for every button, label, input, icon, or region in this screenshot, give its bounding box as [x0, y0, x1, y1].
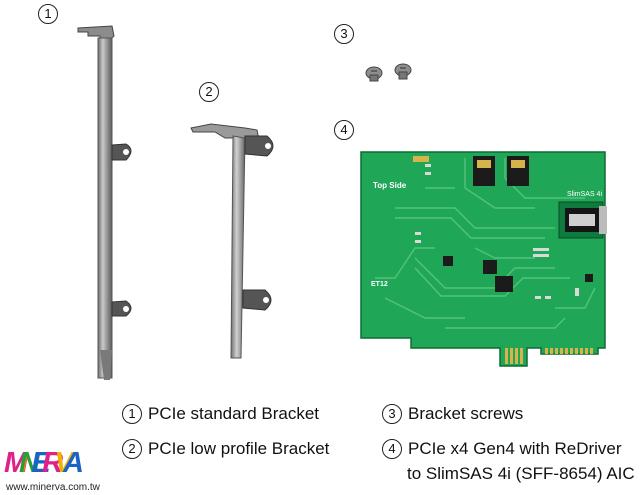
- marker-3: 3: [334, 24, 354, 44]
- legend-text-2: PCIe low profile Bracket: [148, 439, 330, 458]
- pcie-card-image: Top Side SlimSAS 4i ET12: [360, 151, 607, 367]
- legend-item-3: 3 Bracket screws: [382, 404, 523, 424]
- legend-marker-2: 2: [122, 439, 142, 459]
- marker-4: 4: [334, 120, 354, 140]
- legend-text-4a: PCIe x4 Gen4 with ReDriver: [408, 439, 622, 458]
- legend-marker-3: 3: [382, 404, 402, 424]
- legend-text-1: PCIe standard Bracket: [148, 404, 320, 423]
- bracket-screws-image: [365, 63, 412, 82]
- logo-text: MINERVA: [4, 447, 82, 479]
- legend-marker-1: 1: [122, 404, 142, 424]
- legend-text-3: Bracket screws: [408, 404, 524, 423]
- legend-item-1: 1 PCIe standard Bracket: [122, 404, 319, 424]
- low-profile-bracket-image: [190, 123, 274, 359]
- legend-item-4-line2: to SlimSAS 4i (SFF-8654) AIC: [407, 464, 635, 484]
- legend-item-4: 4 PCIe x4 Gen4 with ReDriver: [382, 439, 622, 459]
- legend-text-4b: to SlimSAS 4i (SFF-8654) AIC: [407, 464, 635, 483]
- website-text: www.minerva.com.tw: [6, 482, 100, 493]
- top-side-label: Top Side: [373, 181, 407, 190]
- standard-bracket-image: [77, 25, 132, 380]
- board-code-label: ET12: [371, 281, 388, 288]
- minerva-logo: MINERVA: [4, 447, 84, 479]
- legend-item-2: 2 PCIe low profile Bracket: [122, 439, 329, 459]
- marker-1: 1: [38, 4, 58, 24]
- legend-marker-4: 4: [382, 439, 402, 459]
- slimsas-label: SlimSAS 4i: [567, 191, 602, 198]
- marker-2: 2: [199, 82, 219, 102]
